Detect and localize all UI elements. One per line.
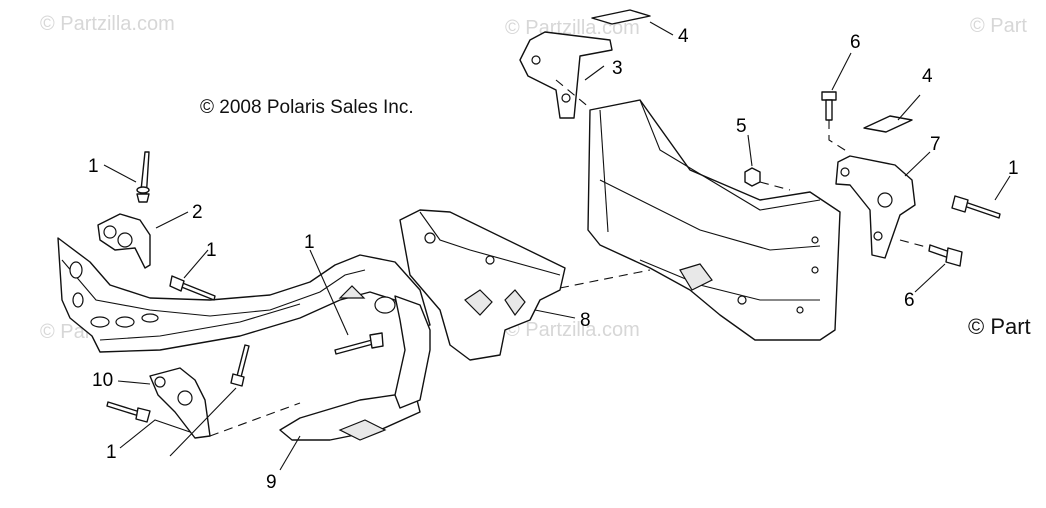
dashed-line xyxy=(899,239,931,249)
bolt-1c xyxy=(334,332,384,355)
dashed-line xyxy=(759,181,791,191)
bolt-1d xyxy=(230,344,250,387)
callout-5: 5 xyxy=(736,116,747,137)
callout-7: 7 xyxy=(930,134,941,155)
bolt-6-bottom xyxy=(928,244,963,267)
bolt-1e xyxy=(106,401,151,423)
watermark: © Part xyxy=(968,314,1031,339)
dashed-line xyxy=(209,402,301,437)
callout-1: 1 xyxy=(1008,158,1019,179)
skid-plate-9 xyxy=(279,295,431,441)
callout-6: 6 xyxy=(850,32,861,53)
watermark: © Part xyxy=(970,15,1027,37)
callout-1: 1 xyxy=(206,240,217,261)
watermark: © Partzilla.com xyxy=(505,319,640,341)
bracket-7 xyxy=(835,155,916,259)
bracket-3 xyxy=(519,31,613,119)
bolt-1b xyxy=(169,275,216,301)
pad-4-top xyxy=(591,9,651,25)
callout-4: 4 xyxy=(922,66,933,87)
bolt-6-top xyxy=(821,91,837,121)
callout-4: 4 xyxy=(678,26,689,47)
callout-1: 1 xyxy=(88,156,99,177)
dashed-line xyxy=(828,120,849,153)
callout-3: 3 xyxy=(612,58,623,79)
pad-4-right xyxy=(863,115,913,133)
center-bracket-8 xyxy=(399,209,566,361)
callout-8: 8 xyxy=(580,310,591,331)
bolt-1f xyxy=(951,195,1001,219)
callout-1: 1 xyxy=(304,232,315,253)
dashed-line xyxy=(555,79,591,109)
dashed-line xyxy=(559,269,651,289)
bolt-1a xyxy=(136,151,150,203)
nut-5 xyxy=(744,167,761,187)
bracket-2 xyxy=(97,213,151,269)
callout-10: 10 xyxy=(92,370,113,391)
bracket-10 xyxy=(149,367,211,439)
callout-9: 9 xyxy=(266,472,277,493)
callout-2: 2 xyxy=(192,202,203,223)
copyright-text: © 2008 Polaris Sales Inc. xyxy=(200,97,414,118)
main-frame xyxy=(587,99,841,341)
callout-leaders xyxy=(103,21,1011,471)
callout-6: 6 xyxy=(904,290,915,311)
watermark: © Partzilla.com xyxy=(40,13,175,35)
callout-1: 1 xyxy=(106,442,117,463)
